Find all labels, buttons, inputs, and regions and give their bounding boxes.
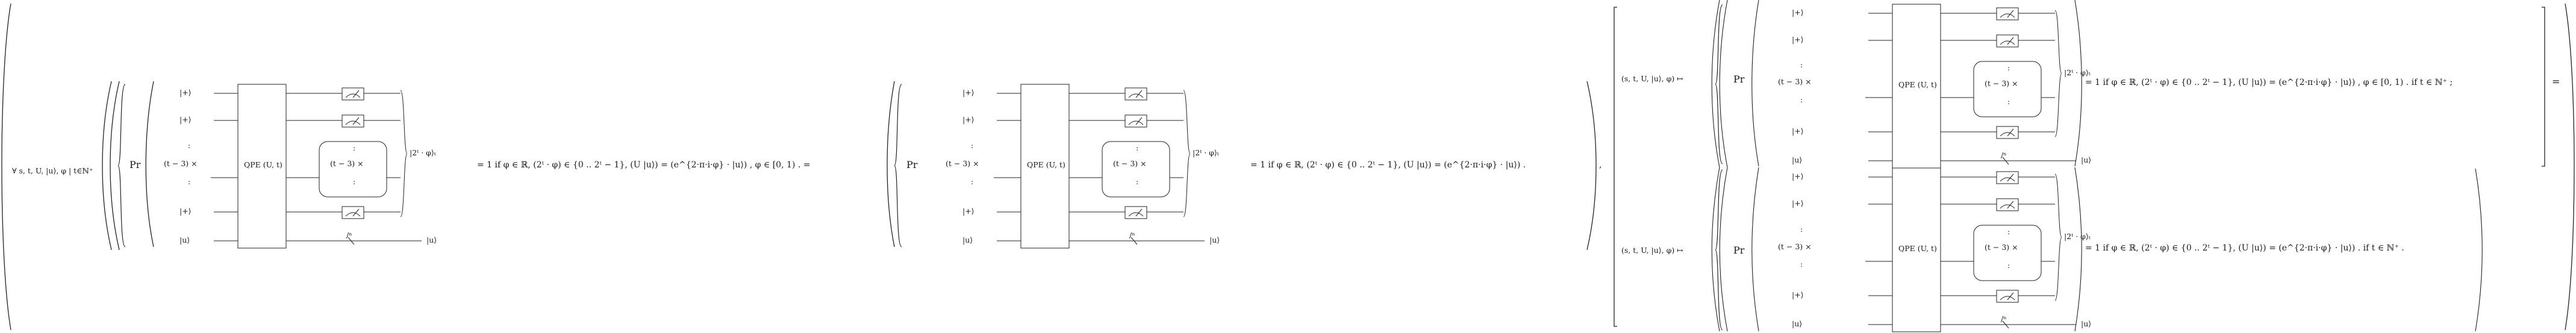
output-state: |2ᵗ · φ⟩ₜ [2064, 232, 2091, 241]
condition-first: = 1 if φ ∈ ℝ, (2ᵗ · φ) ∈ {0 .. 2ᵗ − 1}, … [477, 160, 811, 170]
vdots: : [353, 177, 356, 186]
ket-plus-3: |+⟩ [179, 207, 192, 216]
final-equals: = [2552, 76, 2560, 87]
inner-multiplicity: (t − 3) × [1113, 159, 1147, 168]
pr-operator: Pr [1733, 73, 1745, 85]
condition-top-row: = 1 if φ ∈ ℝ, (2ᵗ · φ) ∈ {0 .. 2ᵗ − 1}, … [2085, 78, 2453, 87]
ket-u-input: |u⟩ [962, 235, 973, 244]
output-state: |2ᵗ · φ⟩ₜ [2064, 68, 2091, 77]
ket-plus-3: |+⟩ [1792, 126, 1804, 135]
vdots: : [971, 141, 974, 150]
condition-bottom-row: = 1 if φ ∈ ℝ, (2ᵗ · φ) ∈ {0 .. 2ᵗ − 1}, … [2085, 243, 2404, 253]
multiplicity-label: (t − 3) × [946, 159, 979, 168]
bracket-right [2542, 7, 2545, 167]
multiplicity-label: (t − 3) × [1778, 242, 1812, 251]
ket-plus-1: |+⟩ [1792, 172, 1804, 181]
qpe-gate-label: QPE (U, t) [244, 160, 282, 169]
paren-2 [145, 81, 154, 247]
paren-4 [1586, 81, 1597, 251]
pr-operator: Pr [129, 159, 141, 170]
ket-plus-3: |+⟩ [1792, 290, 1804, 299]
paren-1a [102, 81, 112, 251]
ket-u-output: |u⟩ [1209, 235, 1220, 244]
vdots: : [1800, 60, 1803, 69]
paren-1b [110, 81, 120, 251]
ket-plus-3: |+⟩ [962, 207, 975, 216]
inner-multiplicity: (t − 3) × [1985, 79, 2018, 88]
ket-plus-1: |+⟩ [1792, 8, 1804, 17]
outer-right-paren [2565, 3, 2575, 331]
multiplicity-label: (t − 3) × [164, 159, 198, 168]
ket-u-output: |u⟩ [426, 235, 437, 244]
qpe-gate-label: QPE (U, t) [1898, 244, 1937, 253]
pr-operator: Pr [1733, 244, 1745, 256]
ket-plus-2: |+⟩ [1792, 35, 1804, 44]
pr-operator: Pr [906, 159, 918, 170]
vdots: : [1800, 95, 1803, 104]
vdots: : [188, 141, 191, 150]
ket-plus-2: |+⟩ [179, 115, 192, 124]
circuit-diagram [211, 84, 422, 249]
wire-slash: /ⁿ [2001, 151, 2007, 160]
qpe-gate-label: QPE (U, t) [1898, 80, 1937, 89]
separator-comma: , [1599, 160, 1602, 170]
vdots: : [971, 177, 974, 186]
ket-plus-1: |+⟩ [962, 88, 975, 97]
bracket-left [1614, 7, 1617, 327]
ket-plus-2: |+⟩ [962, 115, 975, 124]
ket-u-input: |u⟩ [179, 235, 190, 244]
ket-u-output: |u⟩ [2081, 155, 2092, 164]
outer-left-paren [1, 3, 11, 331]
ket-plus-2: |+⟩ [1792, 199, 1804, 208]
ket-u-output: |u⟩ [2081, 319, 2092, 328]
vdots: : [2007, 227, 2010, 236]
inner-multiplicity: (t − 3) × [330, 159, 364, 168]
vdots: : [1800, 225, 1803, 234]
vdots: : [1136, 143, 1139, 152]
vdots: : [2007, 97, 2010, 106]
ket-u-input: |u⟩ [1792, 319, 1803, 328]
quantifier: ∀ s, t, U, |u⟩, φ | t∈ℕ⁺ [12, 166, 93, 175]
condition-second: = 1 if φ ∈ ℝ, (2ᵗ · φ) ∈ {0 .. 2ᵗ − 1}, … [1250, 160, 1526, 170]
wire-slash: /ⁿ [2001, 314, 2007, 323]
vdots: : [188, 177, 191, 186]
vdots: : [2007, 63, 2010, 72]
vdots: : [2007, 261, 2010, 270]
output-state: |2ᵗ · φ⟩ₜ [410, 148, 436, 157]
inner-multiplicity: (t − 3) × [1985, 243, 2018, 252]
vdots: : [1136, 177, 1139, 186]
multiplicity-label: (t − 3) × [1778, 77, 1812, 86]
ket-u-input: |u⟩ [1792, 155, 1803, 164]
paren-3 [887, 81, 895, 247]
vdots: : [353, 143, 356, 152]
mapsto-top: (s, t, U, |u⟩, φ) ↦ [1621, 74, 1683, 83]
qpe-gate-label: QPE (U, t) [1027, 160, 1065, 169]
vdots: : [1800, 260, 1803, 269]
wire-slash: /ⁿ [1129, 231, 1135, 240]
output-state: |2ᵗ · φ⟩ₜ [1193, 148, 1219, 157]
ket-plus-1: |+⟩ [179, 88, 192, 97]
mapsto-bottom: (s, t, U, |u⟩, φ) ↦ [1621, 246, 1683, 255]
wire-slash: /ⁿ [346, 231, 352, 240]
